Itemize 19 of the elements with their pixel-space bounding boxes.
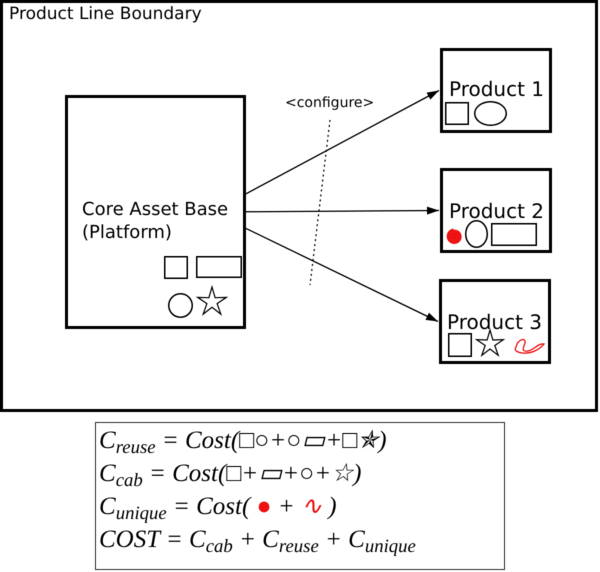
formula-box	[95, 422, 505, 570]
boundary-box	[0, 0, 598, 412]
node-label: Product 3	[447, 310, 542, 334]
node-label: Product 2	[449, 199, 544, 223]
product-box	[439, 279, 551, 364]
node-label: Product Line Boundary	[9, 4, 202, 24]
formula: C$_{cab}$ = Cost(□+▭+○+☆)	[99, 459, 362, 490]
arrow	[246, 90, 440, 194]
arrow	[246, 228, 438, 322]
annotation-label: <configure>	[284, 95, 376, 111]
product-box	[440, 168, 552, 253]
node-label: Core Asset Base (Platform)	[82, 198, 230, 244]
formula: C$_{reuse}$ = Cost(□○+○▭+□✯)	[99, 426, 387, 457]
formula: COST = C$_{cab}$ + C$_{reuse}$ + C$_{unique}$	[99, 525, 416, 556]
platform-box	[65, 95, 246, 329]
product-box	[440, 48, 552, 133]
node-label: Product 1	[449, 77, 544, 101]
arrow	[246, 206, 439, 215]
formula: C$_{unique}$ = Cost( ● + ∿ )	[99, 492, 337, 523]
